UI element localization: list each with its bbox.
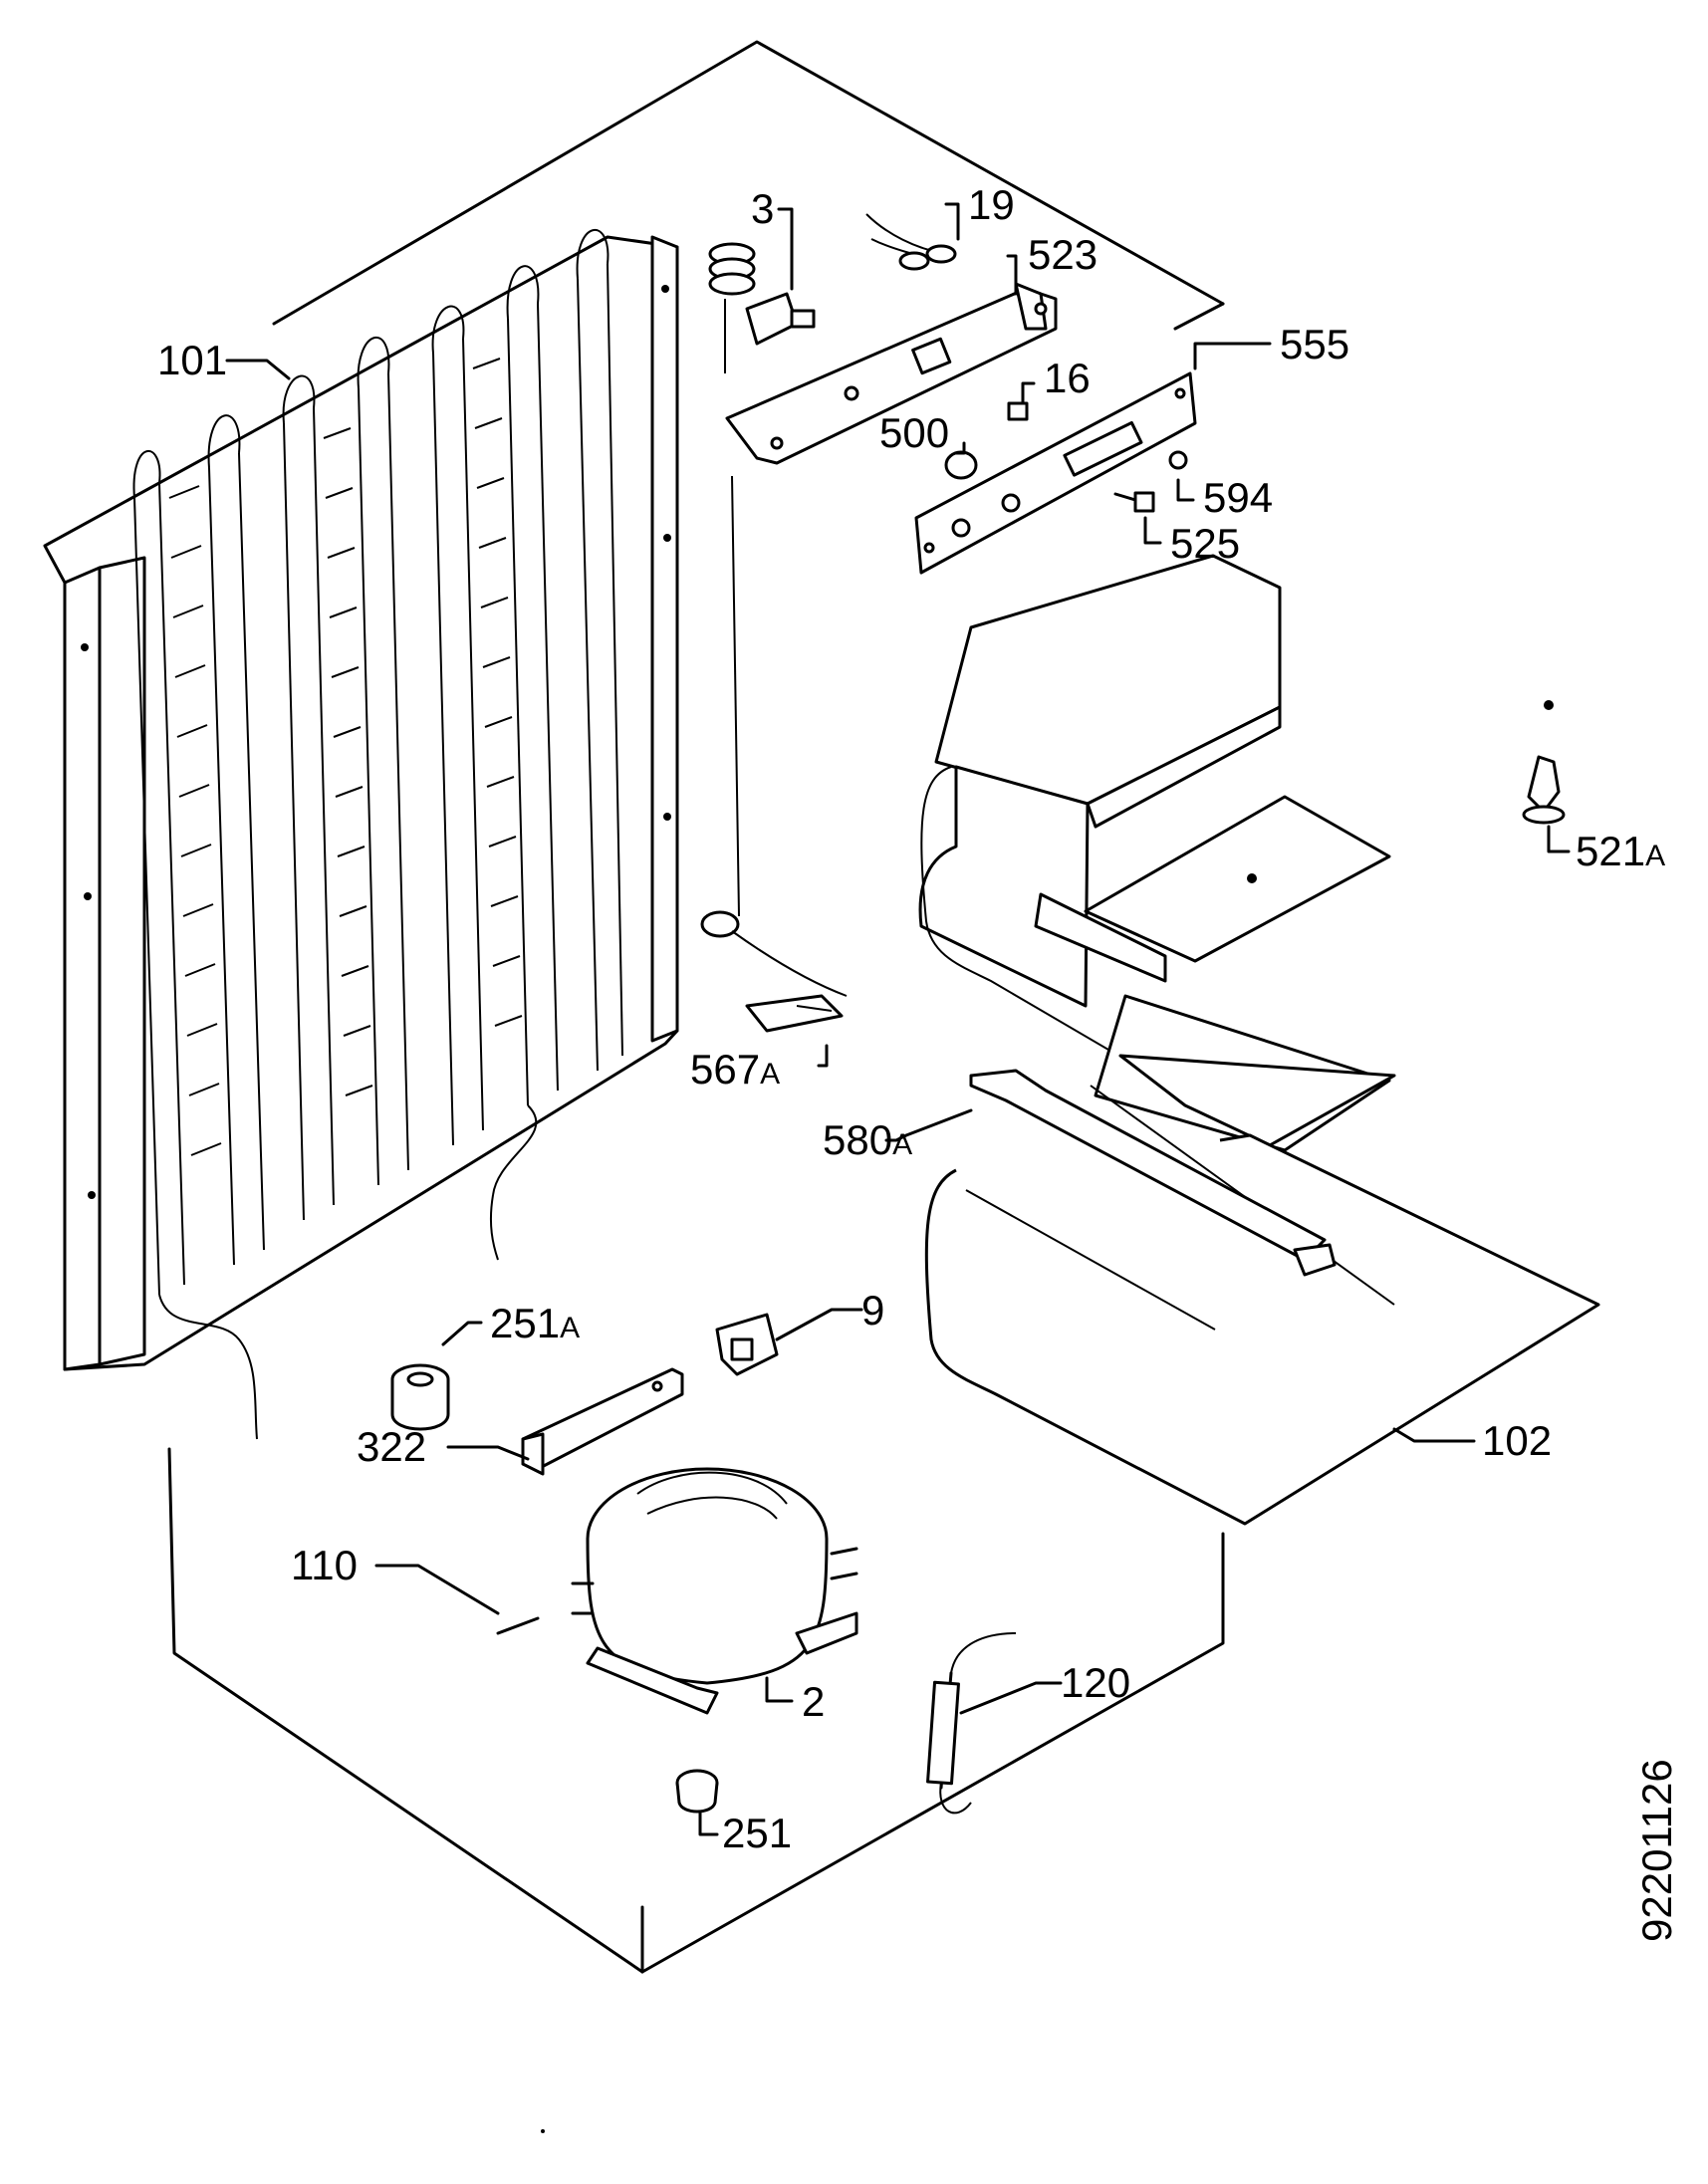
label-251a: 251A [490,1300,580,1346]
cover-plate-555 [914,371,1197,575]
bushing-251a [390,1363,450,1431]
screws [1113,450,1188,513]
label-555: 555 [1280,321,1349,367]
stray-dot [541,2129,545,2133]
drawing-number: 92201126 [1633,1759,1680,1942]
bracket-523 [725,282,1058,465]
label-102: 102 [1482,1417,1552,1464]
capillary-tube [700,475,848,997]
part-567a [745,994,844,1033]
relay-9 [715,1313,779,1376]
label-110: 110 [291,1542,358,1588]
label-251: 251 [722,1810,792,1856]
cabinet-outline [167,40,1225,1974]
label-523: 523 [1028,231,1098,278]
label-16: 16 [1044,355,1091,401]
label-521a: 521A [1576,828,1665,874]
part-16 [1007,401,1029,421]
part-500 [944,450,978,480]
label-322: 322 [357,1423,426,1470]
housing-102 [918,554,1600,1526]
shelf-580a [969,1069,1337,1277]
part-labels: 101 3 19 523 555 16 500 594 525 521A 567… [157,181,1665,1856]
thermostat [708,242,816,373]
clip-521a [1522,755,1566,825]
label-101: 101 [157,337,227,383]
label-3: 3 [751,185,774,232]
label-500: 500 [879,409,949,456]
part-594 [1168,450,1188,470]
compressor [571,1467,858,1715]
label-567a: 567A [690,1046,780,1092]
cable-leads [865,213,957,271]
label-594: 594 [1203,474,1273,521]
pin-110 [496,1616,540,1635]
label-525: 525 [1170,520,1240,567]
label-120: 120 [1061,1659,1130,1706]
label-9: 9 [861,1287,884,1334]
label-580a: 580A [823,1116,912,1163]
label-2: 2 [802,1678,825,1725]
condenser [43,228,679,1440]
leader-lines [225,202,1571,1836]
label-19: 19 [968,181,1015,228]
bracket-322 [521,1367,684,1476]
grommet-251 [675,1769,719,1814]
drier-120 [926,1632,1017,1815]
